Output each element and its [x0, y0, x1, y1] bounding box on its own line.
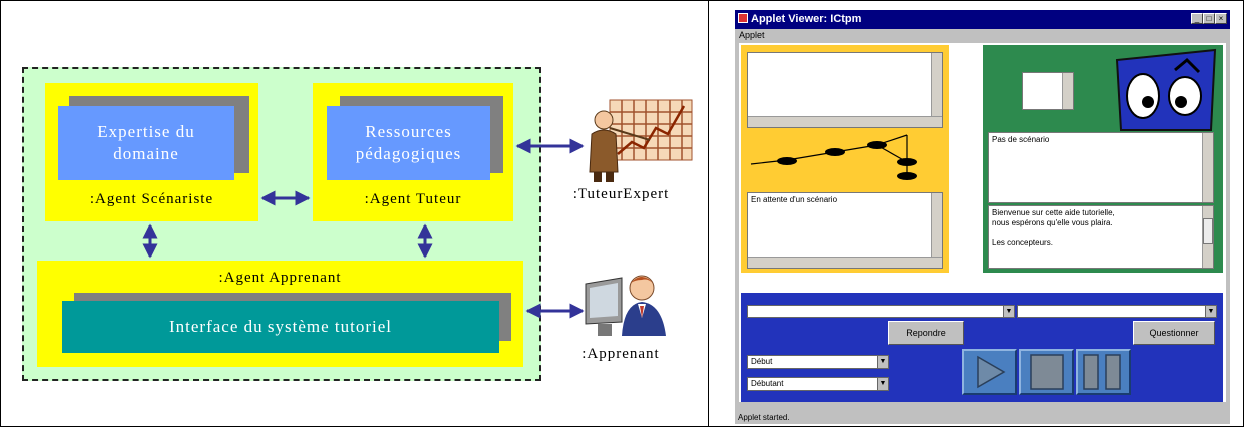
graph-node	[867, 141, 887, 149]
no-scenario-text: Pas de scénario	[992, 135, 1050, 144]
graph-node	[825, 148, 845, 156]
agent-apprenant-label: :Agent Apprenant	[218, 270, 342, 286]
scrollbar-thumb[interactable]	[1203, 218, 1213, 244]
vertical-scrollbar[interactable]	[931, 193, 942, 258]
interface-systeme-tutoriel-box: Interface du système tutoriel	[62, 301, 499, 353]
vertical-scrollbar[interactable]	[1062, 73, 1073, 109]
chevron-down-icon: ▼	[877, 356, 888, 368]
stop-button[interactable]	[1019, 349, 1074, 395]
play-button[interactable]	[962, 349, 1017, 395]
maximize-button[interactable]: □	[1203, 13, 1215, 24]
vertical-scrollbar[interactable]	[931, 53, 942, 117]
scenario-graph-textarea[interactable]	[747, 52, 943, 128]
stop-icon	[1030, 354, 1064, 390]
repondre-button[interactable]: Repondre	[888, 321, 964, 345]
ressources-pedagogiques-label: Ressources pédagogiques	[355, 122, 462, 163]
level-select[interactable]: Débutant ▼	[747, 377, 889, 391]
chevron-down-icon: ▼	[877, 378, 888, 390]
agent-scenariste-label: :Agent Scénariste	[89, 191, 214, 207]
status-bar: Applet started.	[735, 412, 1230, 424]
welcome-textarea[interactable]: Bienvenue sur cette aide tutorielle, nou…	[988, 205, 1214, 269]
expertise-domaine-box: Expertise du domaine	[58, 106, 234, 180]
status-text: Applet started.	[738, 413, 790, 422]
horizontal-scrollbar[interactable]	[748, 257, 942, 268]
question-dropdown[interactable]: ▼	[747, 305, 1015, 318]
phase-select[interactable]: Début ▼	[747, 355, 889, 369]
pause-icon	[1083, 354, 1121, 390]
play-icon	[977, 355, 1006, 389]
tutor-avatar-face	[1115, 48, 1217, 131]
ressources-pedagogiques-box: Ressources pédagogiques	[327, 106, 490, 180]
chevron-down-icon: ▼	[1003, 306, 1014, 317]
graph-node	[897, 172, 917, 180]
scenario-status-textarea[interactable]: En attente d'un scénario	[747, 192, 943, 269]
tuteur-expert-icon	[589, 99, 693, 182]
apprenant-icon	[585, 275, 666, 336]
waiting-text: En attente d'un scénario	[751, 195, 838, 204]
welcome-line	[992, 228, 1210, 238]
small-textarea[interactable]	[1022, 72, 1074, 110]
vertical-scrollbar[interactable]	[1202, 206, 1213, 268]
tuteur-expert-label: :TuteurExpert	[572, 186, 670, 202]
welcome-line: nous espérons qu'elle vous plaira.	[992, 218, 1113, 227]
applet-titlebar: Applet Viewer: ICtpm	[735, 10, 1230, 29]
scenario-graph	[750, 134, 917, 180]
questionner-button[interactable]: Questionner	[1133, 321, 1215, 345]
minimize-button[interactable]: _	[1191, 13, 1203, 24]
java-app-icon	[738, 13, 748, 23]
menubar: Applet	[735, 29, 1230, 41]
vertical-scrollbar[interactable]	[1202, 133, 1213, 202]
window-title: Applet Viewer: ICtpm	[751, 13, 862, 25]
answer-dropdown[interactable]: ▼	[1017, 305, 1217, 318]
expertise-domaine-label: Expertise du domaine	[97, 122, 195, 163]
close-button[interactable]: ×	[1215, 13, 1227, 24]
scenario-info-textarea[interactable]: Pas de scénario	[988, 132, 1214, 203]
level-select-value: Débutant	[751, 379, 784, 388]
chevron-down-icon: ▼	[1205, 306, 1216, 317]
agent-tuteur-label: :Agent Tuteur	[364, 191, 462, 207]
graph-node	[777, 157, 797, 165]
welcome-line: Bienvenue sur cette aide tutorielle,	[992, 208, 1115, 217]
phase-select-value: Début	[751, 357, 773, 366]
horizontal-scrollbar[interactable]	[748, 116, 942, 127]
diagram-arrows	[142, 138, 585, 319]
interface-systeme-tutoriel-label: Interface du système tutoriel	[168, 317, 392, 336]
graph-node	[897, 158, 917, 166]
pause-button[interactable]	[1076, 349, 1131, 395]
menu-applet[interactable]: Applet	[739, 30, 765, 40]
figure-divider	[708, 0, 709, 427]
apprenant-label: :Apprenant	[582, 346, 660, 362]
welcome-line: Les concepteurs.	[992, 238, 1053, 247]
